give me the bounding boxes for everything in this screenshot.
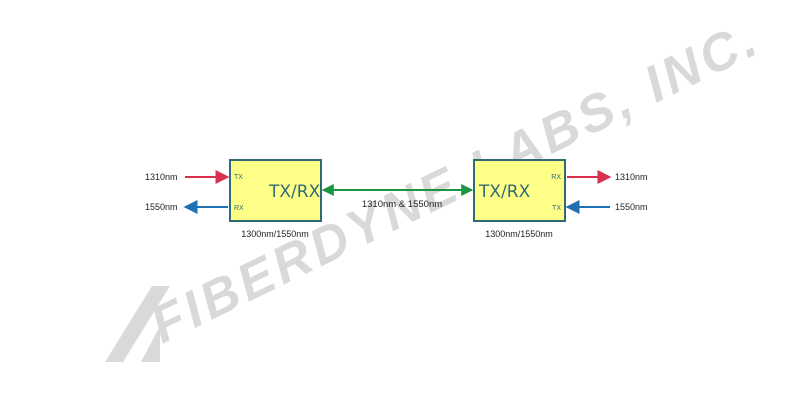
right-unit: TX/RX RX TX 1300nm/1550nm xyxy=(473,159,566,239)
left-unit: TX/RX TX RX 1300nm/1550nm xyxy=(229,159,322,239)
left-port-rx-label: RX xyxy=(234,205,244,212)
right-port-rx-label: RX xyxy=(551,174,561,181)
right-output-label: 1310nm xyxy=(615,172,648,182)
left-unit-caption: 1300nm/1550nm xyxy=(241,229,309,239)
right-unit-box xyxy=(473,159,566,222)
left-unit-box xyxy=(229,159,322,222)
left-unit-title: TX/RX xyxy=(268,182,321,202)
right-unit-title: TX/RX xyxy=(478,182,531,202)
left-output-label: 1550nm xyxy=(145,202,178,212)
left-input-label: 1310nm xyxy=(145,172,178,182)
link-label: 1310nm & 1550nm xyxy=(362,199,442,210)
fiberdyne-logo-icon xyxy=(105,286,170,362)
right-input-label: 1550nm xyxy=(615,202,648,212)
right-port-tx-label: TX xyxy=(552,205,561,212)
watermark: FIBERDYNE LABS, INC. xyxy=(105,9,769,362)
left-port-tx-label: TX xyxy=(234,174,243,181)
right-unit-caption: 1300nm/1550nm xyxy=(485,229,553,239)
